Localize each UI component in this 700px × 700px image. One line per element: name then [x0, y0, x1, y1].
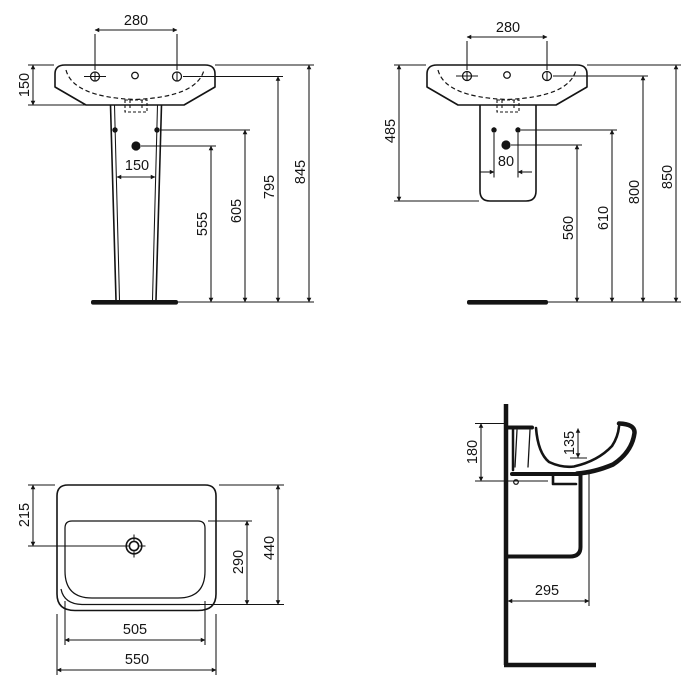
dim-total-height: 850 — [587, 64, 681, 303]
dim-semi-pedestal-height: 485 — [383, 64, 479, 202]
dim-label-555: 555 — [195, 212, 211, 236]
outlet-hole — [131, 141, 141, 151]
view-front-full-pedestal: 280 150 150 555 605 795 — [17, 13, 314, 305]
dim-bowl-width: 505 — [64, 601, 206, 645]
dim-label-845: 845 — [293, 160, 309, 184]
dim-pedestal-width: 150 — [116, 158, 156, 180]
basin-profile — [504, 421, 637, 486]
tap-hole-right — [171, 71, 183, 82]
bowl-inner-outline — [64, 520, 206, 599]
basin-bowl-dashed — [65, 69, 205, 101]
pedestal — [91, 104, 178, 305]
dim-overall-depth: 440 — [219, 484, 284, 605]
dim-taphole-height: 800 — [553, 75, 648, 303]
fixing-hole-right — [154, 127, 160, 133]
dim-fixing-height: 610 — [521, 129, 617, 303]
view-front-semi-pedestal: 280 485 80 560 610 — [383, 20, 681, 305]
fixing-hole-left — [112, 127, 118, 133]
tap-hole-left — [456, 70, 478, 82]
basin-outer-outline — [56, 484, 217, 612]
dim-drain-offset: 215 — [17, 484, 126, 547]
dim-bowl-depth: 290 — [200, 520, 284, 606]
dim-label-610: 610 — [596, 206, 612, 230]
dim-label-150v: 150 — [17, 73, 33, 97]
tap-hole-right — [541, 70, 553, 82]
fixing-hole-right — [515, 127, 521, 133]
floor-bar — [467, 300, 548, 305]
dim-label-850: 850 — [660, 165, 676, 189]
overflow-hole — [503, 71, 511, 79]
dim-label-505: 505 — [123, 622, 147, 638]
dim-label-485: 485 — [383, 119, 399, 143]
basin-rim-silhouette — [60, 588, 200, 606]
dim-label-295: 295 — [535, 583, 559, 599]
basin-bowl-dashed — [437, 69, 577, 101]
dim-taphole-height: 795 — [183, 75, 283, 303]
dim-label-80: 80 — [498, 154, 514, 170]
drain-dashed-box — [496, 99, 520, 113]
dim-fixing-height: 605 — [161, 129, 250, 303]
dim-rim-to-underside: 180 — [465, 422, 548, 482]
dim-label-215: 215 — [17, 503, 33, 527]
drain-dashed-box — [124, 99, 148, 113]
dim-rim-height: 150 — [17, 64, 85, 106]
fixing-hole-side — [513, 479, 519, 485]
pedestal-foot — [91, 300, 178, 305]
dim-label-440: 440 — [262, 536, 278, 560]
dim-outlet-height: 560 — [511, 144, 582, 303]
dim-label-795: 795 — [262, 175, 278, 199]
dim-bowl-inner-depth: 135 — [562, 428, 587, 459]
dim-fixing-spacing: 80 — [480, 133, 532, 178]
outlet-step — [551, 472, 578, 486]
dim-label-280: 280 — [496, 20, 520, 36]
basin-outline — [54, 64, 216, 106]
dim-label-550: 550 — [125, 652, 149, 668]
dim-overall-width: 550 — [56, 614, 217, 675]
dim-label-135: 135 — [562, 431, 578, 455]
dim-total-height: 845 — [215, 64, 314, 303]
view-plan: 215 290 440 505 550 — [17, 484, 284, 675]
dim-label-560: 560 — [561, 216, 577, 240]
overflow-hole — [131, 71, 139, 80]
dim-label-280: 280 — [124, 13, 148, 29]
outlet-hole — [501, 140, 511, 150]
dim-label-605: 605 — [229, 199, 245, 223]
tap-hole-left — [84, 71, 106, 82]
dim-label-180: 180 — [465, 440, 481, 464]
dim-tap-spacing: 280 — [94, 13, 178, 70]
dim-tap-spacing: 280 — [466, 20, 548, 70]
semi-pedestal-profile — [507, 475, 583, 559]
dim-label-800: 800 — [627, 180, 643, 204]
basin-outline — [426, 64, 588, 106]
dim-wall-to-front: 295 — [507, 583, 590, 604]
dim-label-150h: 150 — [125, 158, 149, 174]
view-side-section: 180 135 295 — [465, 404, 637, 668]
dim-outlet-height: 555 — [141, 145, 216, 303]
dim-label-290: 290 — [231, 550, 247, 574]
fixing-hole-left — [491, 127, 497, 133]
semi-pedestal — [479, 105, 537, 202]
